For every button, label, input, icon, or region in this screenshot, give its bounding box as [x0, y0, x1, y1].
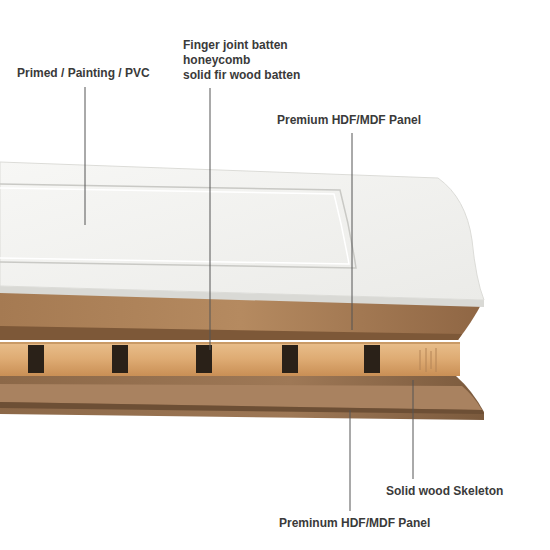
core-batten	[0, 342, 460, 376]
core-top-edge	[0, 342, 460, 344]
part-label: Solid wood Skeleton	[386, 484, 503, 499]
bottom-panel-edge	[0, 402, 484, 414]
core-gaps	[28, 345, 380, 373]
part-label: Finger joint batten	[183, 38, 288, 53]
leader-line	[352, 133, 353, 330]
leader-line	[85, 87, 86, 225]
grain-line	[420, 350, 421, 370]
part-label: Preminum HDF/MDF Panel	[279, 516, 430, 531]
leader-line	[413, 380, 414, 479]
leader-lines	[85, 87, 413, 511]
core-gap	[112, 345, 128, 373]
upper-panel-edge	[0, 326, 462, 340]
part-label: honeycomb	[183, 53, 250, 68]
leader-line	[350, 410, 351, 511]
grain-line	[436, 348, 437, 372]
core-gap	[28, 345, 44, 373]
part-label: Primed / Painting / PVC	[17, 66, 150, 81]
raised-panel-highlight	[0, 188, 349, 264]
raised-panel-outline	[0, 184, 356, 268]
bottom-panel	[0, 376, 484, 420]
batten-grain	[420, 348, 436, 372]
grain-line	[431, 351, 432, 369]
core-gap	[364, 345, 380, 373]
core-gap	[282, 345, 298, 373]
part-label: Premium HDF/MDF Panel	[277, 113, 421, 128]
leader-line	[210, 88, 211, 350]
part-label: solid fir wood batten	[183, 68, 300, 83]
grain-line	[426, 348, 427, 372]
painted-face	[0, 162, 484, 300]
